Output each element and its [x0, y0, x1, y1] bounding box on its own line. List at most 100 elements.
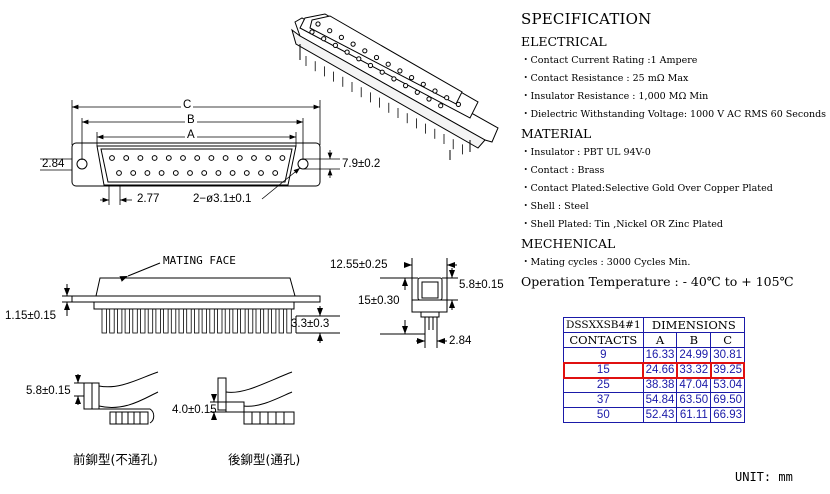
side-pin [147, 308, 154, 334]
isometric-contact [444, 95, 450, 101]
side-elevation [62, 262, 340, 343]
side-pins [101, 308, 292, 334]
isometric-contact [379, 69, 385, 75]
mechanical-heading: MECHENICAL [521, 236, 616, 251]
isometric-contact [309, 29, 315, 35]
isometric-contact [420, 81, 426, 87]
spec-item: ・Contact Current Rating :1 Ampere [521, 55, 698, 66]
detail-rear-rivet [210, 371, 295, 425]
dimension-7-9: 7.9±0.2 [342, 158, 381, 170]
mating-face-label: MATING FACE [163, 254, 236, 267]
column-c-header: C [710, 332, 745, 348]
front-contact [187, 170, 193, 176]
contacts-header: CONTACTS [563, 332, 644, 348]
dimension-5-8-end: 5.8±0.15 [459, 279, 504, 291]
dimension-3-3: 3.3±0.3 [291, 318, 330, 330]
column-a-header: A [642, 332, 678, 348]
side-pin [201, 308, 208, 334]
dim-a-cell: 52.43 [642, 407, 678, 423]
side-pin [278, 308, 285, 334]
contacts-cell: 50 [563, 407, 644, 423]
front-contact [158, 170, 165, 176]
front-contact [265, 155, 272, 161]
spec-item: ・Dielectric Withstanding Voltage: 1000 V… [521, 109, 827, 120]
dim-c-cell: 39.25 [709, 361, 746, 379]
isometric-contact [397, 68, 403, 74]
dimension-5-8-detail: 5.8±0.15 [26, 385, 71, 397]
dimension-b-label: B [185, 114, 197, 126]
dimensions-header: DIMENSIONS [642, 317, 745, 333]
isometric-contact [321, 36, 327, 42]
contacts-cell: 15 [562, 361, 645, 379]
side-pin [101, 308, 107, 334]
dim-c-cell: 53.04 [710, 377, 745, 393]
dim-a-cell: 38.38 [642, 377, 678, 393]
contacts-cell: 9 [563, 347, 644, 363]
isometric-contact [432, 88, 438, 94]
front-contacts [109, 155, 286, 176]
side-pin [255, 308, 261, 334]
spec-item: ・Contact Plated:Selective Gold Over Copp… [521, 183, 773, 194]
front-contact [201, 170, 208, 176]
isometric-contact [455, 101, 461, 108]
side-pin [286, 308, 292, 334]
caption-front-rivet: 前鉚型(不通孔) [73, 452, 158, 467]
spec-item: ・Shell Plated: Tin ,Nickel OR Zinc Plate… [521, 219, 723, 230]
front-contact [116, 170, 122, 176]
front-contact [109, 155, 115, 161]
front-contact [243, 170, 250, 176]
side-pin [240, 308, 246, 334]
isometric-contact [426, 96, 432, 102]
dimension-a-label: A [185, 129, 197, 141]
dimension-12-55: 12.55±0.25 [330, 259, 388, 271]
side-pin [263, 308, 269, 334]
side-pin [163, 308, 169, 334]
isometric-contact [327, 28, 333, 34]
spec-item: ・Insulator : PBT UL 94V-0 [521, 147, 651, 158]
dim-c-cell: 66.93 [710, 407, 745, 423]
isometric-contact [391, 76, 397, 82]
isometric-contact [338, 34, 344, 41]
isometric-contact [367, 62, 374, 69]
front-contact [151, 155, 158, 161]
side-pin [109, 308, 115, 334]
front-contact [215, 170, 222, 176]
side-pin [247, 308, 254, 334]
dimension-hole: 2−ø3.1±0.1 [193, 193, 252, 205]
dim-b-cell: 24.99 [676, 347, 712, 363]
isometric-contact [403, 83, 409, 89]
side-pin [186, 308, 192, 334]
side-pin [124, 308, 130, 334]
front-contact [251, 155, 257, 161]
isometric-contact [315, 21, 321, 27]
isometric-contact [362, 48, 368, 54]
isometric-contact [385, 61, 391, 67]
spec-item: ・Contact : Brass [521, 165, 605, 176]
side-pin [117, 308, 123, 334]
isometric-contact [356, 56, 362, 62]
dim-a-cell: 16.33 [642, 347, 678, 363]
detail-front-rivet [74, 371, 159, 425]
side-pin [224, 308, 231, 334]
front-contact [208, 155, 215, 161]
dim-b-cell: 33.32 [675, 361, 712, 379]
dimension-1-15: 1.15±0.15 [5, 310, 57, 322]
front-contact [272, 170, 279, 176]
isometric-pins [309, 21, 461, 109]
spec-item: ・Insulator Resistance : 1,000 MΩ Min [521, 91, 709, 102]
end-view [380, 258, 458, 348]
material-heading: MATERIAL [521, 126, 592, 141]
dim-a-cell: 24.66 [642, 361, 678, 379]
isometric-contact [438, 103, 444, 109]
dimension-15: 15±0.30 [358, 295, 400, 307]
side-pin [209, 308, 215, 334]
front-contact [144, 170, 151, 176]
part-number-header: DSSXXSB4#1 [563, 317, 644, 333]
unit-label: UNIT: mm [735, 470, 793, 484]
caption-rear-rivet: 後鉚型(通孔) [228, 452, 301, 467]
specification-panel: SPECIFICATION ELECTRICAL ・Contact Curren… [521, 10, 826, 289]
front-contact [165, 155, 172, 161]
